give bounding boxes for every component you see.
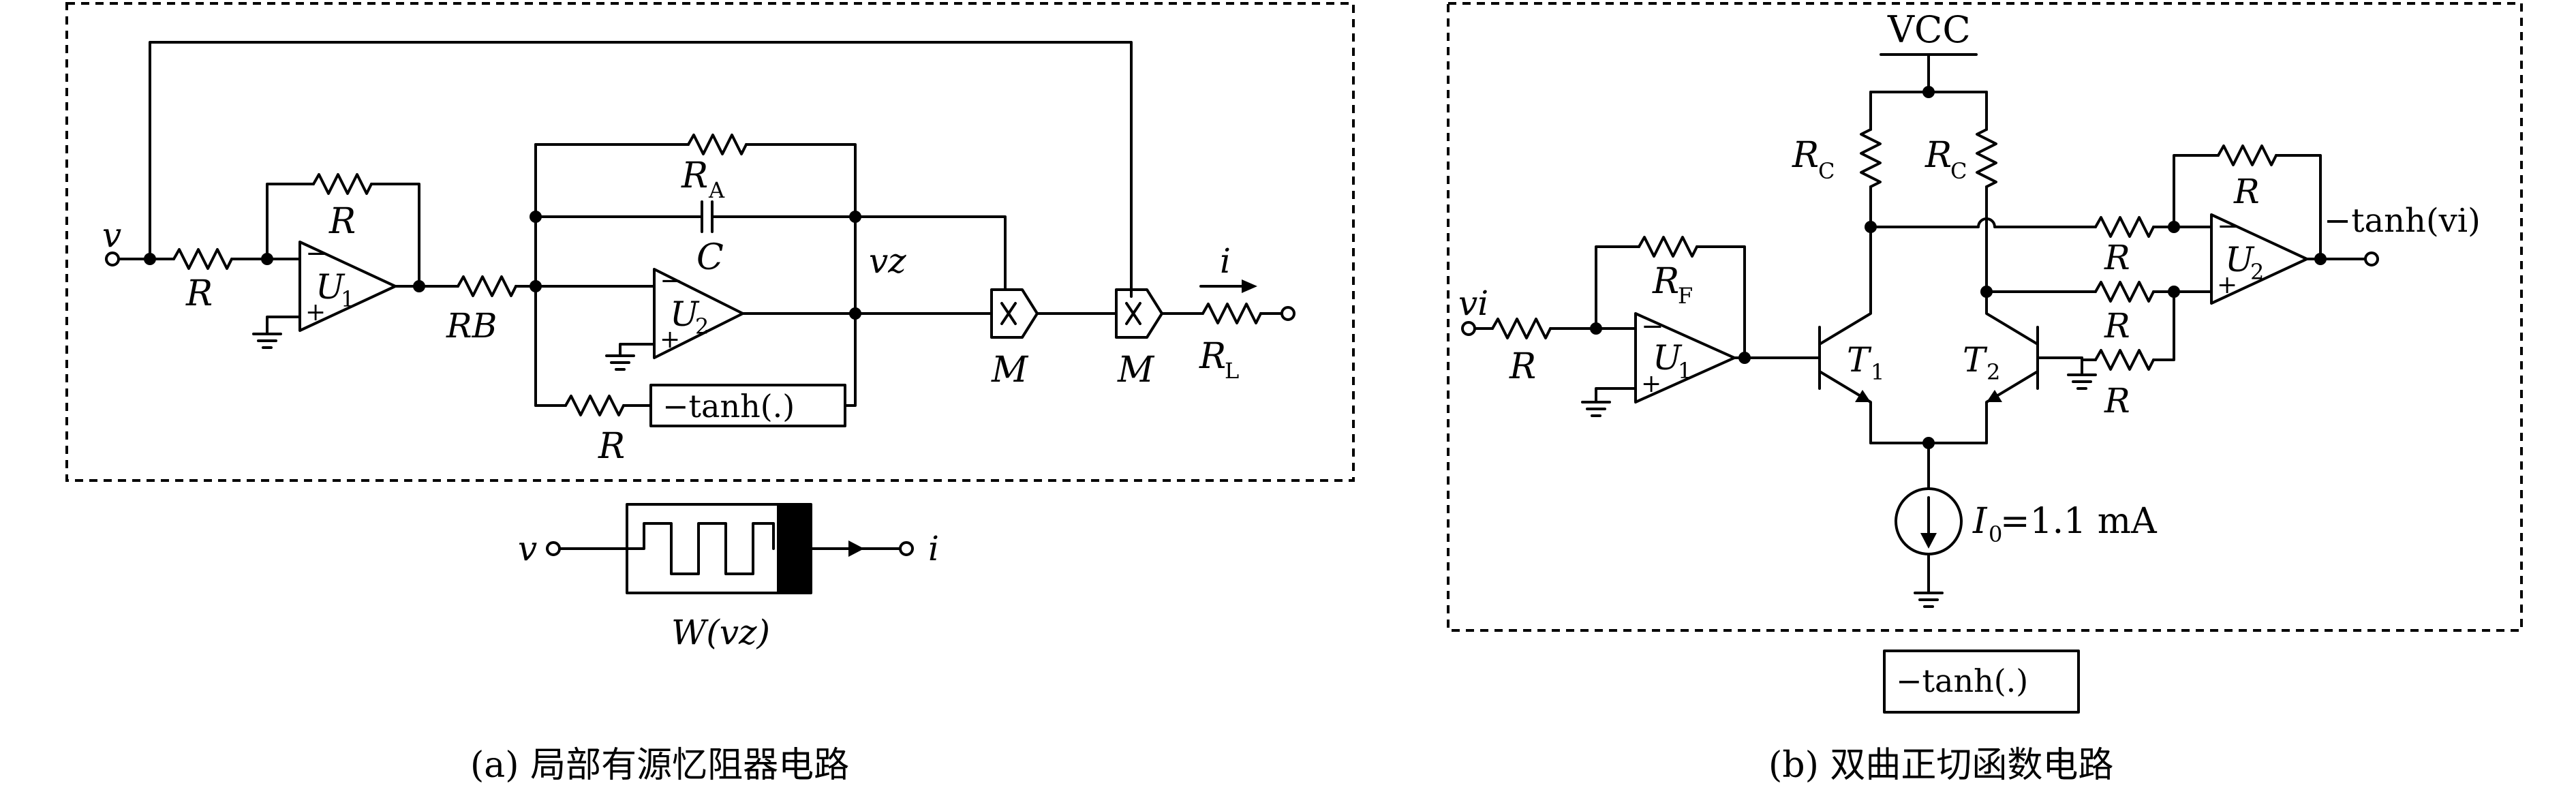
resistor-rf: [1638, 236, 1698, 258]
label-u2-b: U: [2225, 240, 2255, 279]
ground-u1-b: [1581, 401, 1611, 417]
svg-text:+: +: [1641, 370, 1661, 398]
opamp-u2-b: [2210, 213, 2308, 305]
capacitor-c: [534, 200, 1007, 291]
multiplier-m1: [990, 288, 1039, 339]
caption-b: (b) 双曲正切函数电路: [1768, 745, 2113, 786]
label-m2: M: [1117, 350, 1155, 391]
input-terminal-vi: [1461, 321, 1476, 336]
svg-text:F: F: [1678, 283, 1693, 309]
output-terminal-tanh: [2364, 251, 2379, 266]
global-feedback-wire: [149, 41, 1133, 298]
label-u1-b: U: [1653, 338, 1683, 378]
vcc-rail: [1880, 53, 1978, 93]
label-m1: M: [991, 350, 1029, 391]
label-rc-left: R: [1792, 135, 1819, 176]
svg-text:1: 1: [1678, 358, 1691, 384]
label-r-c: R: [2104, 381, 2130, 421]
label-u1: U: [316, 267, 346, 307]
label-ra: R: [681, 155, 708, 196]
multiplier-m2: [1115, 288, 1163, 339]
svg-text:−: −: [305, 238, 328, 269]
label-symbol-i: i: [928, 529, 939, 568]
panel-a-frame: [65, 2, 1355, 482]
memristor-symbol: v i W(vz): [518, 503, 939, 652]
collector-left-wire: [1869, 217, 2097, 228]
label-v: v: [102, 215, 121, 255]
label-vi: vi: [1458, 284, 1488, 323]
label-vcc: VCC: [1887, 8, 1971, 51]
output-terminal-i: [1281, 306, 1295, 321]
label-r-b: R: [2104, 306, 2130, 346]
resistor-rb: [457, 275, 517, 297]
ground-u1: [252, 333, 282, 349]
resistor-rc-right: [1976, 128, 1997, 188]
resistor-r-in: [172, 248, 233, 270]
label-r-a: R: [2104, 238, 2130, 277]
svg-text:1: 1: [341, 286, 354, 312]
svg-text:+: +: [305, 299, 326, 326]
opamp-u1: [298, 241, 397, 332]
label-rc-right: R: [1925, 135, 1952, 176]
svg-text:A: A: [708, 177, 725, 203]
svg-text:2: 2: [695, 314, 709, 339]
svg-text:−: −: [660, 265, 683, 296]
ground-r-c: [2067, 373, 2097, 390]
ground-i0: [1914, 592, 1944, 608]
label-vz: vz: [869, 241, 906, 281]
resistor-r-fb: [312, 173, 373, 195]
panel-b: VCC R C R C R R R R −: [1447, 2, 2523, 714]
svg-text:−: −: [1641, 311, 1664, 342]
svg-text:−: −: [2217, 211, 2240, 242]
label-t2: T: [1963, 340, 1988, 380]
opamp-u1-b: [1634, 312, 1736, 403]
resistor-r-top: [2217, 144, 2278, 166]
svg-text:+: +: [2217, 271, 2237, 299]
label-tanh-block: −tanh(.): [662, 388, 795, 425]
svg-text:1: 1: [1871, 359, 1884, 385]
svg-text:0: 0: [1989, 521, 2002, 547]
resistor-r-c: [2094, 349, 2155, 371]
label-i0: I: [1972, 501, 1988, 542]
label-rl: R: [1199, 336, 1226, 377]
label-i0-value: =1.1 mA: [2000, 501, 2158, 542]
label-r-bottom: R: [598, 426, 625, 467]
svg-text:2: 2: [1987, 359, 2000, 385]
panel-a: v R R − + U 1 RB R A C −: [65, 2, 1355, 482]
resistor-rl: [1201, 303, 1262, 324]
svg-text:+: +: [660, 326, 680, 354]
label-r-fb: R: [328, 201, 356, 242]
resistor-ra: [687, 134, 748, 155]
svg-text:L: L: [1225, 358, 1239, 384]
resistor-r-a: [2094, 216, 2155, 238]
label-rb: RB: [446, 306, 497, 346]
label-w-vz: W(vz): [671, 613, 770, 652]
tanh-block-symbol: [1883, 650, 2080, 714]
label-r-top: R: [2233, 172, 2260, 211]
ground-u2: [605, 354, 635, 371]
opamp-u2: [653, 268, 744, 359]
label-symbol-v: v: [518, 529, 537, 568]
caption-a: (a) 局部有源忆阻器电路: [470, 745, 849, 786]
label-tanh-symbol: −tanh(.): [1896, 662, 2028, 699]
svg-text:2: 2: [2250, 259, 2264, 285]
label-t1: T: [1847, 340, 1872, 380]
resistor-r-bottom: [564, 395, 625, 416]
label-i: i: [1220, 241, 1231, 281]
label-c: C: [696, 237, 724, 278]
resistor-r-b: [2094, 281, 2155, 303]
memristor-waveform: [626, 522, 775, 575]
label-u2: U: [670, 294, 700, 334]
label-r-in-b: R: [1509, 346, 1536, 387]
label-r-in: R: [185, 273, 213, 314]
svg-text:C: C: [1818, 158, 1835, 184]
label-rf: R: [1652, 261, 1679, 302]
resistor-r-in-b: [1491, 318, 1552, 339]
label-out: −tanh(vi): [2324, 202, 2481, 240]
svg-text:C: C: [1950, 158, 1967, 184]
panel-b-frame: [1447, 2, 2523, 632]
resistor-rc-left: [1860, 128, 1882, 188]
